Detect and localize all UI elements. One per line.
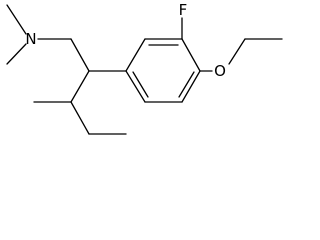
bond-o-ch2 — [228, 38, 246, 65]
bond-ch-ch-branch — [70, 70, 90, 103]
bond-ch2-ch — [70, 38, 90, 72]
molecule-structure: N F O — [6, 1, 283, 135]
fluorine-label: F — [179, 1, 188, 19]
ring-bond-1 — [125, 38, 146, 72]
bond-methyl-upper-n — [6, 4, 27, 35]
ring-bond-4 — [181, 70, 201, 103]
bond-branch-ethyl-1 — [70, 101, 90, 135]
ring-bond-6 — [125, 70, 146, 103]
bond-methyl-lower-n — [6, 43, 27, 65]
ring-bond-3 — [181, 38, 201, 72]
ring-double-bond-left — [132, 71, 149, 98]
oxygen-label: O — [214, 62, 226, 80]
nitrogen-label: N — [25, 30, 36, 48]
ring-double-bond-right — [178, 71, 195, 98]
